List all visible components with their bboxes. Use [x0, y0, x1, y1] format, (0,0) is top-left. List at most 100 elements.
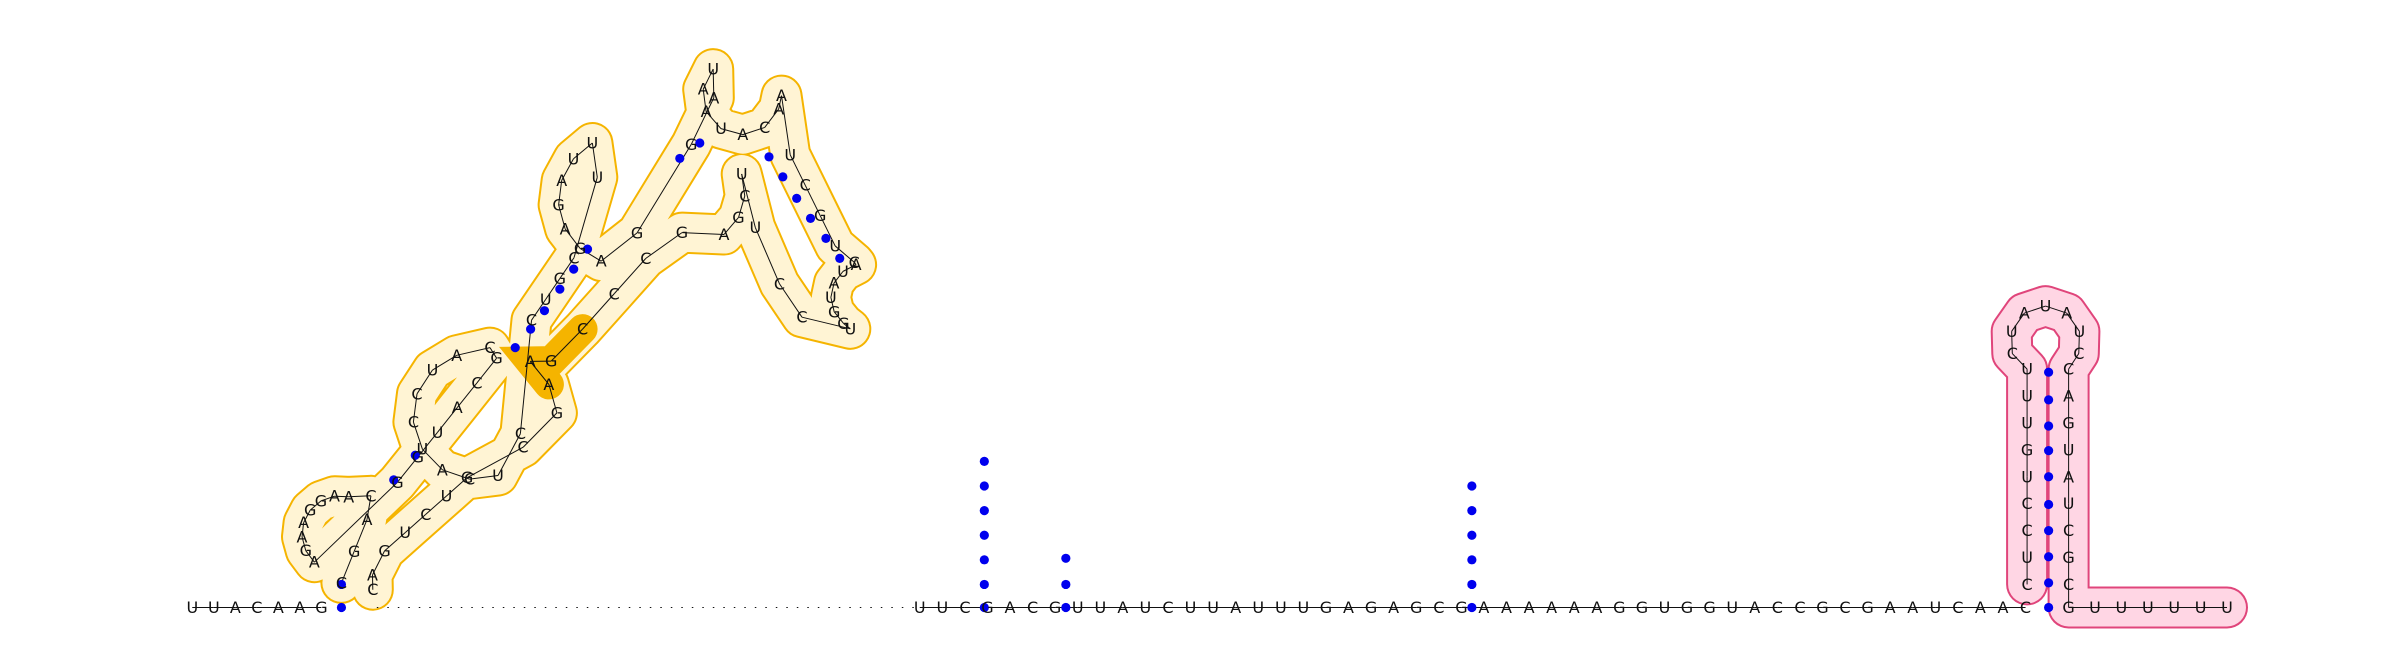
hairpin-1-nucleotide: G	[554, 269, 566, 288]
base-pair-dot	[2044, 472, 2053, 481]
linker-nucleotide: U	[1275, 598, 1287, 617]
five-prime-tail-nucleotide: U	[208, 598, 220, 617]
base-pair-dot	[1061, 580, 1070, 589]
hairpin-1-nucleotide: G	[348, 542, 360, 561]
linker-nucleotide: U	[1072, 598, 1084, 617]
linker-nucleotide: G	[1636, 598, 1648, 617]
linker-nucleotide: G	[1861, 598, 1873, 617]
terminator-nucleotide: U	[2168, 598, 2180, 617]
hairpin-1-nucleotide: U	[749, 218, 761, 237]
terminator-nucleotide: A	[2019, 304, 2030, 323]
linker-nucleotide: A	[1388, 598, 1399, 617]
hairpin-1-nucleotide: A	[737, 125, 748, 144]
linker-nucleotide: A	[1569, 598, 1580, 617]
linker-nucleotide: C	[1162, 598, 1173, 617]
hairpin-1-nucleotide: A	[329, 487, 340, 506]
terminator-nucleotide: C	[2022, 521, 2033, 540]
base-pair-dot	[2044, 395, 2053, 404]
terminator-nucleotide: G	[2021, 440, 2033, 459]
linker-nucleotide: C	[1952, 598, 1963, 617]
hairpin-1-nucleotide: A	[451, 346, 462, 365]
terminator-nucleotide: U	[2021, 467, 2033, 486]
base-pair-dot	[337, 603, 346, 612]
hairpin-1-nucleotide: A	[343, 487, 354, 506]
base-pair-dot	[1467, 481, 1476, 490]
hairpin-1-nucleotide: C	[609, 284, 620, 303]
terminator-nucleotide: C	[2063, 575, 2074, 594]
linker-nucleotide: A	[1478, 598, 1489, 617]
terminator-nucleotide: U	[2021, 387, 2033, 406]
base-pair-dot	[1467, 555, 1476, 564]
hairpin-1-nucleotide: A	[309, 553, 320, 572]
linker-nucleotide: C	[959, 598, 970, 617]
hairpin-1-nucleotide: U	[568, 149, 580, 168]
hairpin-1-nucleotide: C	[577, 320, 588, 339]
hairpin-1-nucleotide: U	[736, 165, 748, 184]
base-pair-dot	[980, 506, 989, 515]
linker-nucleotide: U	[1185, 598, 1197, 617]
linker-nucleotide: U	[936, 598, 948, 617]
terminator-nucleotide: C	[2022, 494, 2033, 513]
hairpin-1-nucleotide: C	[484, 338, 495, 357]
hairpin-1-nucleotide: U	[707, 60, 719, 79]
hairpin-1-nucleotide: C	[420, 505, 431, 524]
terminator-nucleotide: C	[2063, 521, 2074, 540]
linker-nucleotide: G	[1320, 598, 1332, 617]
hairpin-1-nucleotide: C	[365, 486, 376, 505]
hairpin-1-nucleotide: A	[560, 219, 571, 238]
base-pair-dot	[980, 531, 989, 540]
linker-nucleotide: A	[1749, 598, 1760, 617]
hairpin-1-nucleotide: G	[391, 473, 403, 492]
linker-nucleotide: U	[1298, 598, 1310, 617]
linker-nucleotide: U	[1252, 598, 1264, 617]
terminator-nucleotide: U	[2221, 598, 2233, 617]
hairpin-1-nucleotide: C	[640, 249, 651, 268]
hairpin-1-nucleotide: C	[518, 438, 529, 457]
hairpin-1-nucleotide: U	[715, 119, 727, 138]
base-pair-dot	[2044, 526, 2053, 535]
base-pair-dot	[1467, 580, 1476, 589]
linker-nucleotide: U	[1929, 598, 1941, 617]
linker-nucleotide: U	[914, 598, 926, 617]
hairpin-1-nucleotide: G	[551, 403, 563, 422]
hairpin-1-nucleotide: C	[759, 118, 770, 137]
terminator-nucleotide: C	[2022, 575, 2033, 594]
hairpin-1-nucleotide: A	[851, 255, 862, 274]
five-prime-tail-nucleotide: U	[186, 598, 198, 617]
terminator-nucleotide: A	[2063, 387, 2074, 406]
hairpin-1-nucleotide: A	[452, 398, 463, 417]
linker-nucleotide: U	[1207, 598, 1219, 617]
base-pair-dot	[1061, 554, 1070, 563]
terminator-nucleotide: G	[2062, 413, 2074, 432]
terminator-nucleotide: U	[2063, 494, 2075, 513]
terminator-nucleotide: U	[2021, 413, 2033, 432]
linker-nucleotide: G	[1049, 598, 1061, 617]
base-pair-dot	[2044, 421, 2053, 430]
terminator-nucleotide: U	[2063, 440, 2075, 459]
base-pair-dot	[2044, 368, 2053, 377]
linker-nucleotide: G	[1681, 598, 1693, 617]
base-pair-dot	[980, 457, 989, 466]
terminator-nucleotide: A	[2063, 467, 2074, 486]
linker-nucleotide: A	[1117, 598, 1128, 617]
linker-nucleotide: G	[1703, 598, 1715, 617]
hairpin-1-nucleotide: U	[540, 290, 552, 309]
terminator-nucleotide: C	[2063, 360, 2074, 379]
hairpin-1-nucleotide: C	[796, 308, 807, 327]
five-prime-tail-nucleotide: A	[230, 598, 241, 617]
base-pair-dot	[1061, 603, 1070, 612]
hairpin-1-nucleotide: A	[596, 252, 607, 271]
linker-nucleotide: U	[1659, 598, 1671, 617]
linker-nucleotide: G	[981, 598, 993, 617]
hairpin-1-nucleotide: C	[800, 176, 811, 195]
terminator-nucleotide: U	[2074, 322, 2086, 341]
highlight-region-pink-fill	[2012, 306, 2227, 607]
hairpin-1-nucleotide: C	[336, 573, 347, 592]
hairpin-1-nucleotide: G	[378, 541, 390, 560]
hairpin-1-nucleotide: U	[427, 361, 439, 380]
hairpin-1-nucleotide: A	[543, 375, 554, 394]
hairpin-1-nucleotide: C	[739, 187, 750, 206]
hairpin-1-nucleotide: A	[698, 80, 709, 99]
terminator-nucleotide: U	[2089, 598, 2101, 617]
base-pair-dot	[792, 194, 801, 203]
